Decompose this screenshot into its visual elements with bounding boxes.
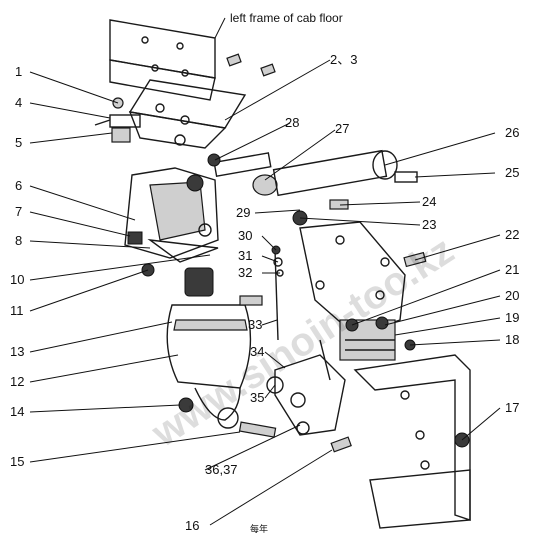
- callout-32: 32: [238, 265, 252, 280]
- callout-10: 10: [10, 272, 24, 287]
- callout-22: 22: [505, 227, 519, 242]
- footer-mark: 每年: [250, 523, 268, 534]
- link-arm: [266, 339, 346, 436]
- callout-7: 7: [15, 204, 22, 219]
- callout-18: 18: [505, 332, 519, 347]
- callout-35: 35: [250, 390, 264, 405]
- callout-26: 26: [505, 125, 519, 140]
- callout-15: 15: [10, 454, 24, 469]
- callout-28: 28: [285, 115, 299, 130]
- shock-damper: [207, 149, 418, 197]
- lock-assembly: [124, 167, 219, 277]
- cab-floor-frame-plate: [109, 19, 216, 101]
- callout-30: 30: [238, 228, 252, 243]
- callout-27: 27: [335, 121, 349, 136]
- small-parts-1-4-5: [94, 97, 141, 143]
- lower-bracket: [330, 354, 471, 529]
- callout-23: 23: [422, 217, 436, 232]
- callout-16: 16: [185, 518, 199, 533]
- callout-34: 34: [250, 344, 264, 359]
- callout-33: 33: [248, 317, 262, 332]
- air-spring: [166, 267, 277, 438]
- callout-1: 1: [15, 64, 22, 79]
- callout-29: 29: [236, 205, 250, 220]
- callout-8: 8: [15, 233, 22, 248]
- callout-2-3: 2、3: [330, 52, 357, 67]
- callout-24: 24: [422, 194, 436, 209]
- leader-lines: [29, 59, 501, 526]
- callout-31: 31: [238, 248, 252, 263]
- callout-17: 17: [505, 400, 519, 415]
- callout-labels: 1 4 5 6 7 8 10 11 13 12 14 15 16 17 18 1…: [10, 52, 519, 534]
- callout-20: 20: [505, 288, 519, 303]
- latch-block: [339, 316, 416, 361]
- callout-6: 6: [15, 178, 22, 193]
- callout-11: 11: [10, 303, 24, 318]
- frame-caption: left frame of cab floor: [230, 11, 343, 25]
- callout-19: 19: [505, 310, 519, 325]
- callout-21: 21: [505, 262, 519, 277]
- callout-36-37: 36,37: [205, 462, 238, 477]
- callout-25: 25: [505, 165, 519, 180]
- callout-4: 4: [15, 95, 22, 110]
- frame-bolts: [226, 53, 276, 77]
- callout-12: 12: [10, 374, 24, 389]
- callout-5: 5: [15, 135, 22, 150]
- callout-14: 14: [10, 404, 24, 419]
- bracket-2-3: [128, 79, 247, 149]
- callout-13: 13: [10, 344, 24, 359]
